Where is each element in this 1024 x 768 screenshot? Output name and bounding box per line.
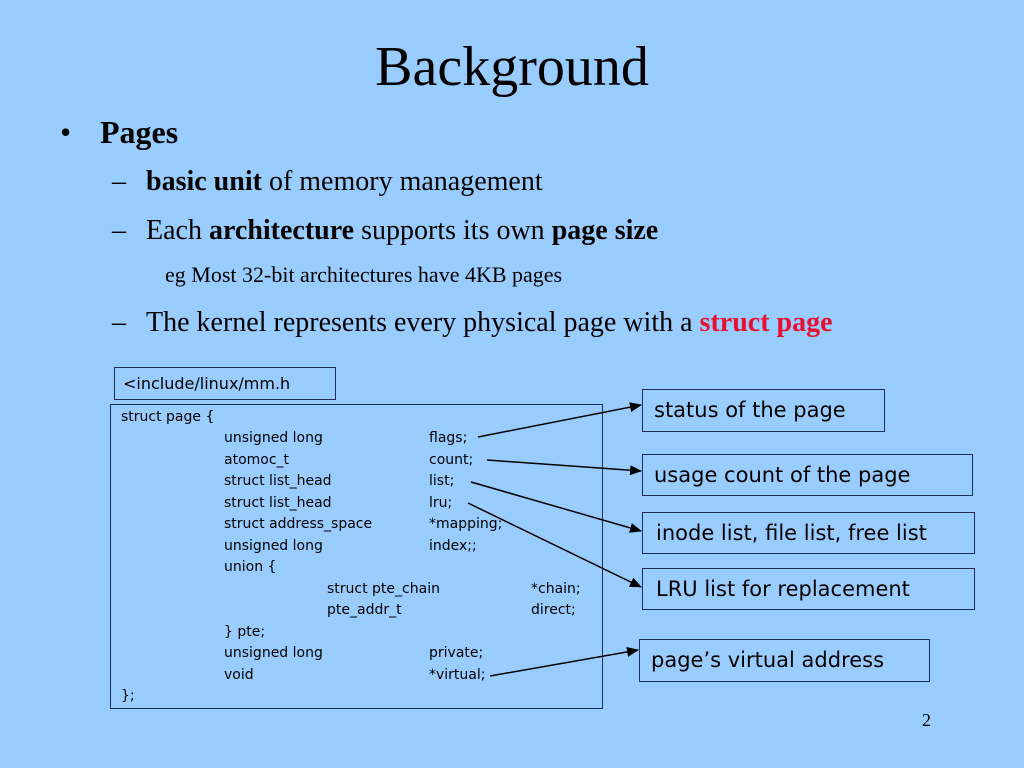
- bullet-marker: •: [60, 114, 72, 150]
- note-count: usage count of the page: [642, 454, 973, 496]
- dash-marker: –: [112, 215, 126, 246]
- field-name: private;: [429, 645, 484, 661]
- subitem-text: The kernel represents every physical pag…: [146, 305, 833, 341]
- code-close-line: };: [121, 688, 135, 704]
- highlight-term: struct page: [699, 307, 833, 338]
- note-lru: LRU list for replacement: [642, 568, 975, 610]
- field-type: struct address_space: [224, 516, 373, 532]
- field-type: struct pte_chain: [327, 581, 440, 597]
- note-text: usage: [654, 463, 725, 487]
- bold-term: basic unit: [146, 166, 262, 197]
- field-type: unsigned long: [224, 645, 323, 661]
- subitem-text: Each architecture supports its own page …: [146, 213, 658, 249]
- field-name: *virtual;: [429, 667, 486, 683]
- union-close: } pte;: [224, 624, 266, 640]
- example-line: eg Most 32-bit architectures have 4KB pa…: [165, 262, 563, 287]
- code-open-line: struct page {: [121, 408, 214, 426]
- field-type: unsigned long: [224, 538, 323, 554]
- page-number: 2: [922, 710, 931, 730]
- plain-text: The kernel represents every physical pag…: [146, 307, 700, 338]
- field-type: atomoc_t: [224, 452, 290, 468]
- note-virtual: page’s virtual address: [639, 639, 930, 682]
- field-type: pte_addr_t: [327, 602, 402, 618]
- slide-title: Background: [375, 36, 649, 98]
- bold-term: architecture: [208, 215, 355, 246]
- field-type: struct list_head: [224, 495, 332, 511]
- plain-text: of memory management: [261, 166, 543, 197]
- field-name: index;;: [429, 538, 477, 554]
- dash-marker: –: [112, 166, 126, 197]
- field-name: list;: [429, 473, 455, 489]
- field-name: flags;: [429, 430, 468, 446]
- plain-text: Each: [146, 215, 209, 246]
- field-name: lru;: [429, 495, 453, 511]
- field-name: direct;: [531, 602, 576, 618]
- bullet-label: Pages: [100, 114, 179, 150]
- note-bold: status: [654, 398, 719, 422]
- field-type: void: [224, 667, 254, 683]
- note-status: status of the page: [642, 389, 885, 432]
- union-open: union {: [224, 559, 277, 575]
- header-file-label: <include/linux/mm.h: [114, 367, 336, 400]
- dash-marker: –: [112, 307, 126, 338]
- note-bold: count: [724, 463, 784, 487]
- field-name: *mapping;: [429, 516, 503, 532]
- note-text: of the page: [718, 398, 846, 422]
- note-lists: inode list, file list, free list: [642, 512, 975, 554]
- field-name: *chain;: [531, 581, 581, 597]
- bold-term: page size: [551, 215, 659, 246]
- code-keyword: struct page: [121, 409, 202, 425]
- field-type: struct list_head: [224, 473, 332, 489]
- code-block: struct page { unsigned long flags; atomo…: [110, 404, 603, 709]
- field-type: unsigned long: [224, 430, 323, 446]
- field-name: count;: [429, 452, 474, 468]
- subitem-text: basic unit of memory management: [146, 164, 543, 200]
- code-brace: {: [201, 409, 215, 425]
- note-text: of the page: [783, 463, 911, 487]
- plain-text: supports its own: [354, 215, 552, 246]
